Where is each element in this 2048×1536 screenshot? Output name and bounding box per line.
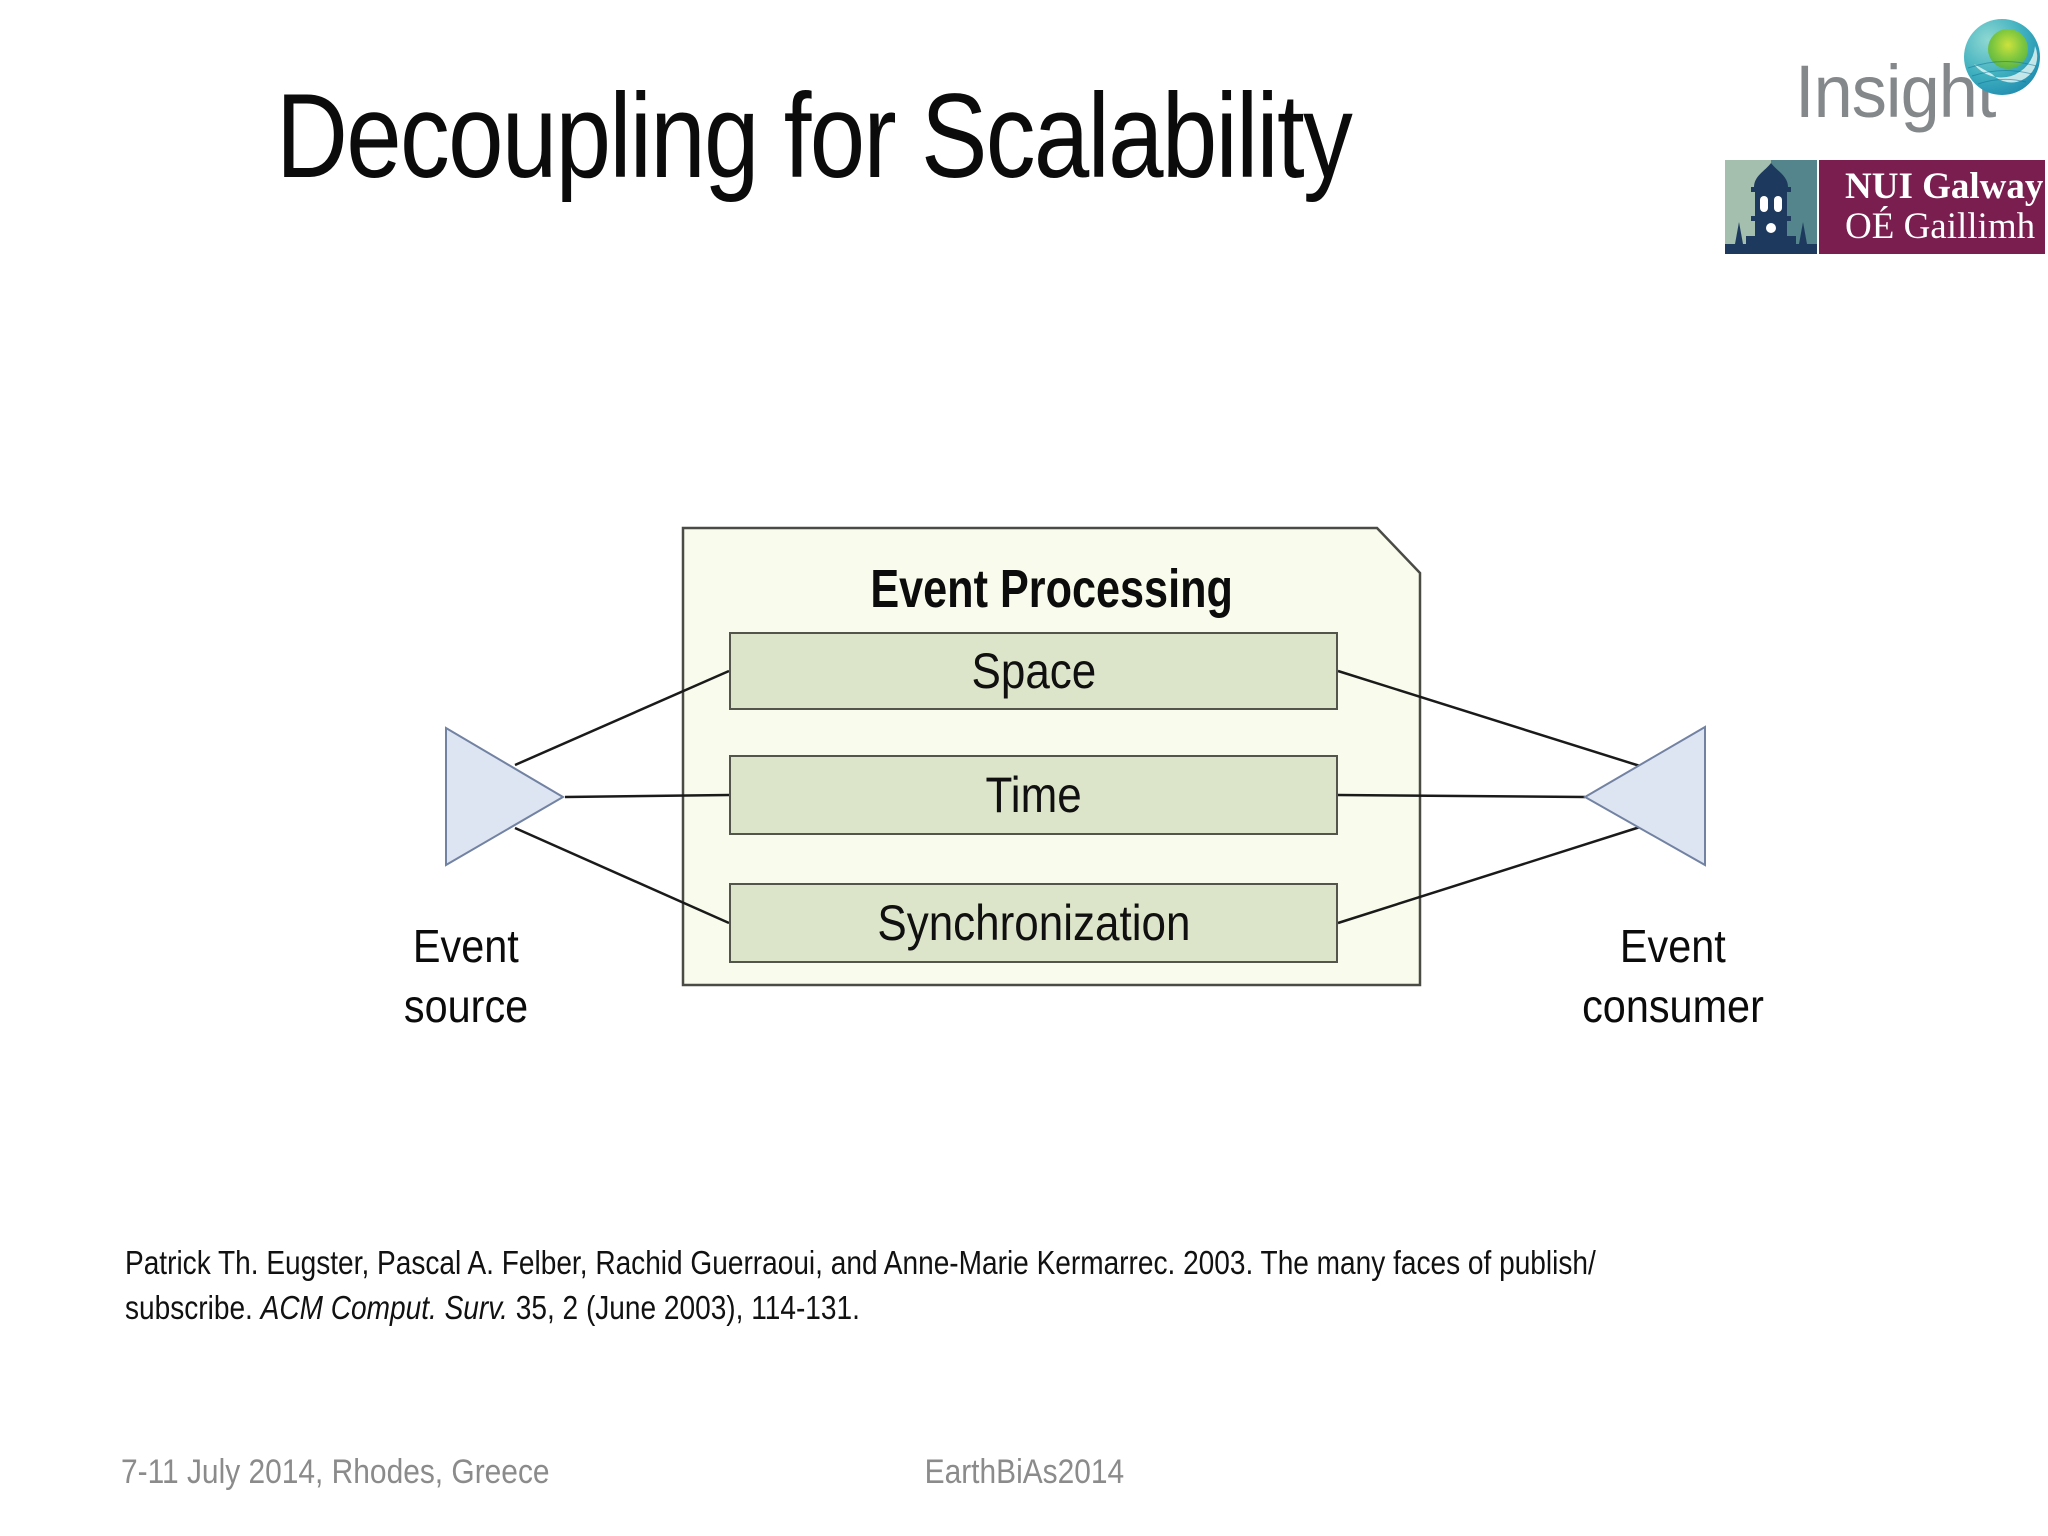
- slide-title: Decoupling for Scalability: [276, 69, 1353, 203]
- event-consumer-label: Event consumer: [1582, 920, 1764, 1032]
- time-box-label: Time: [985, 767, 1082, 823]
- event-processing-heading: Event Processing: [870, 559, 1233, 619]
- nui-galway-crest-icon: [1725, 160, 1817, 254]
- synchronization-box: Synchronization: [729, 883, 1338, 963]
- footer-conference: EarthBiAs2014: [924, 1453, 1124, 1491]
- nui-galway-name-ga: OÉ Gaillimh: [1845, 206, 2036, 247]
- event-consumer-triangle: [1582, 725, 1706, 867]
- synchronization-box-label: Synchronization: [876, 895, 1191, 951]
- connector-lines: [514, 669, 1641, 925]
- citation-line1: Patrick Th. Eugster, Pascal A. Felber, R…: [125, 1244, 1596, 1281]
- footer-date-location: 7-11 July 2014, Rhodes, Greece: [121, 1453, 550, 1491]
- time-box: Time: [729, 755, 1338, 835]
- event-source-triangle: [445, 726, 565, 867]
- insight-sphere-icon: [1964, 19, 2040, 95]
- insight-logo-text: Insight: [1795, 50, 1996, 133]
- nui-galway-name-en: NUI Galway: [1845, 166, 2044, 207]
- event-source-label: Event source: [403, 920, 529, 1032]
- citation: Patrick Th. Eugster, Pascal A. Felber, R…: [125, 1240, 1825, 1330]
- citation-line2: subscribe. ACM Comput. Surv. 35, 2 (June…: [125, 1289, 860, 1326]
- nui-galway-banner: NUI Galway OÉ Gaillimh: [1819, 160, 2045, 254]
- space-box: Space: [729, 632, 1338, 710]
- space-box-label: Space: [971, 643, 1096, 699]
